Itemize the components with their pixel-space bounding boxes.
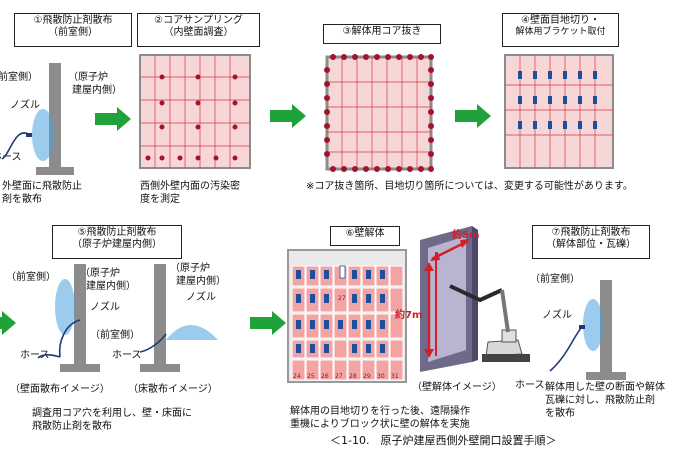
step5-label-front2: （前室側） xyxy=(90,330,140,341)
step5-label-reactor-1: （原子炉 xyxy=(80,268,120,279)
step4-title-box: ④壁面目地切り・ 解体用ブラケット取付 xyxy=(502,13,619,47)
step6-caption-line1: 解体用の目地切りを行った後、遠隔操作 xyxy=(290,406,470,417)
step5-label-front: （前室側） xyxy=(6,272,56,283)
step6-excavator-illustration xyxy=(420,226,530,372)
step1-caption-line1: 外壁面に飛散防止 xyxy=(2,181,82,192)
arrow-5-to-6 xyxy=(250,311,286,335)
step5-label-reactor-b1: （原子炉 xyxy=(170,263,210,274)
step2-caption-line1: 西側外壁内面の汚染密 xyxy=(140,181,240,192)
block-number: 29 xyxy=(363,373,371,380)
note-text: ※コア抜き箇所、目地切り箇所については、変更する可能性があります。 xyxy=(306,181,633,192)
step6-title: ⑥壁解体 xyxy=(345,228,385,239)
step1-title-line2: （前室側） xyxy=(48,27,98,38)
step5-caption-line2: 飛散防止剤を散布 xyxy=(32,421,112,432)
step1-title-box: ①飛散防止剤散布 （前室側） xyxy=(14,13,132,47)
step7-caption-line2: 瓦礫に対し、飛散防止剤 xyxy=(545,395,655,406)
step6-img-caption: （壁解体イメージ） xyxy=(412,382,502,393)
block-number: 30 xyxy=(377,373,385,380)
step6-title-box: ⑥壁解体 xyxy=(330,226,400,246)
step5-img-wall: （壁面散布イメージ） xyxy=(10,384,110,395)
step7-label-hose: ホース xyxy=(515,380,545,391)
step2-wall-grid xyxy=(139,54,251,169)
step5-label-hose: ホース xyxy=(20,350,50,361)
step7-title-line1: ⑦飛散防止剤散布 xyxy=(551,227,631,238)
step4-title-line1: ④壁面目地切り・ xyxy=(521,15,600,26)
step1-caption-line2: 剤を散布 xyxy=(2,194,42,205)
arrow-3-to-4 xyxy=(455,104,491,128)
step5-floor-diagram xyxy=(139,264,218,372)
block-number: 25 xyxy=(307,373,315,380)
step6-dimension-height xyxy=(424,262,434,358)
step2-title-box: ②コアサンプリング （内壁面調査） xyxy=(137,13,260,47)
step6-dim-width: 約5m xyxy=(452,230,480,241)
step3-wall-grid xyxy=(324,54,434,172)
step5-label-hose-b: ホース xyxy=(112,350,142,361)
step1-title-line1: ①飛散防止剤散布 xyxy=(33,15,113,26)
step2-title-line1: ②コアサンプリング xyxy=(154,15,243,26)
step6-dimension-width xyxy=(430,239,470,261)
step7-label-nozzle: ノズル xyxy=(542,310,572,321)
step7-caption-line1: 解体用した壁の断面や解体 xyxy=(545,382,665,393)
block-number: 27 xyxy=(335,373,343,380)
step5-title-line2: （原子炉建屋内側） xyxy=(72,239,162,250)
step3-title: ③解体用コア抜き xyxy=(342,26,422,37)
step2-caption-line2: 度を測定 xyxy=(140,194,180,205)
arrow-left-edge xyxy=(0,311,16,335)
step1-label-reactor-1: （原子炉 xyxy=(68,72,108,83)
block-number: 31 xyxy=(391,373,399,380)
arrow-1-to-2 xyxy=(95,107,131,131)
step7-wall-diagram xyxy=(549,280,626,380)
step1-wall-diagram xyxy=(1,63,74,175)
step5-label-reactor-2: 建屋内側） xyxy=(86,281,136,292)
step6-mid-number: 27 xyxy=(338,295,346,302)
step5-caption-line1: 調査用コア穴を利用し、壁・床面に xyxy=(32,408,192,419)
block-number: 28 xyxy=(349,373,357,380)
step7-title-line2: （解体部位・瓦礫） xyxy=(546,239,636,250)
step6-wall-blocks xyxy=(287,249,407,383)
step5-title-box: ⑤飛散防止剤散布 （原子炉建屋内側） xyxy=(52,225,182,259)
step5-wall-diagram xyxy=(37,264,100,372)
figure-caption: ＜1-10. 原子炉建屋西側外壁開口設置手順＞ xyxy=(330,434,557,447)
step4-wall-grid xyxy=(504,54,614,169)
step4-title-line2: 解体用ブラケット取付 xyxy=(515,27,606,37)
step5-title-line1: ⑤飛散防止剤散布 xyxy=(77,227,157,238)
arrow-2-to-3 xyxy=(270,104,306,128)
block-number: 26 xyxy=(321,373,329,380)
step6-block-numbers: 24 25 26 27 28 29 30 31 xyxy=(292,373,408,381)
step5-img-floor: （床散布イメージ） xyxy=(128,384,218,395)
step7-caption-line3: を散布 xyxy=(545,408,575,419)
step7-title-box: ⑦飛散防止剤散布 （解体部位・瓦礫） xyxy=(532,225,650,259)
step1-label-nozzle: ノズル xyxy=(10,100,40,111)
step6-dim-height: 約7m xyxy=(395,310,423,321)
step1-label-hose: ホース xyxy=(0,152,22,163)
step7-label-front: （前室側） xyxy=(530,274,580,285)
step5-label-nozzle: ノズル xyxy=(90,302,120,313)
step2-title-line2: （内壁面調査） xyxy=(163,27,234,38)
step1-label-reactor-2: 建屋内側） xyxy=(72,85,122,96)
step5-label-reactor-b2: 建屋内側） xyxy=(176,276,226,287)
step1-label-front: （前室側） xyxy=(0,72,38,83)
step6-caption-line2: 重機によりブロック状に壁の解体を実施 xyxy=(290,419,470,430)
step3-title-box: ③解体用コア抜き xyxy=(323,24,441,44)
block-number: 24 xyxy=(293,373,301,380)
step5-label-nozzle-b: ノズル xyxy=(186,292,216,303)
